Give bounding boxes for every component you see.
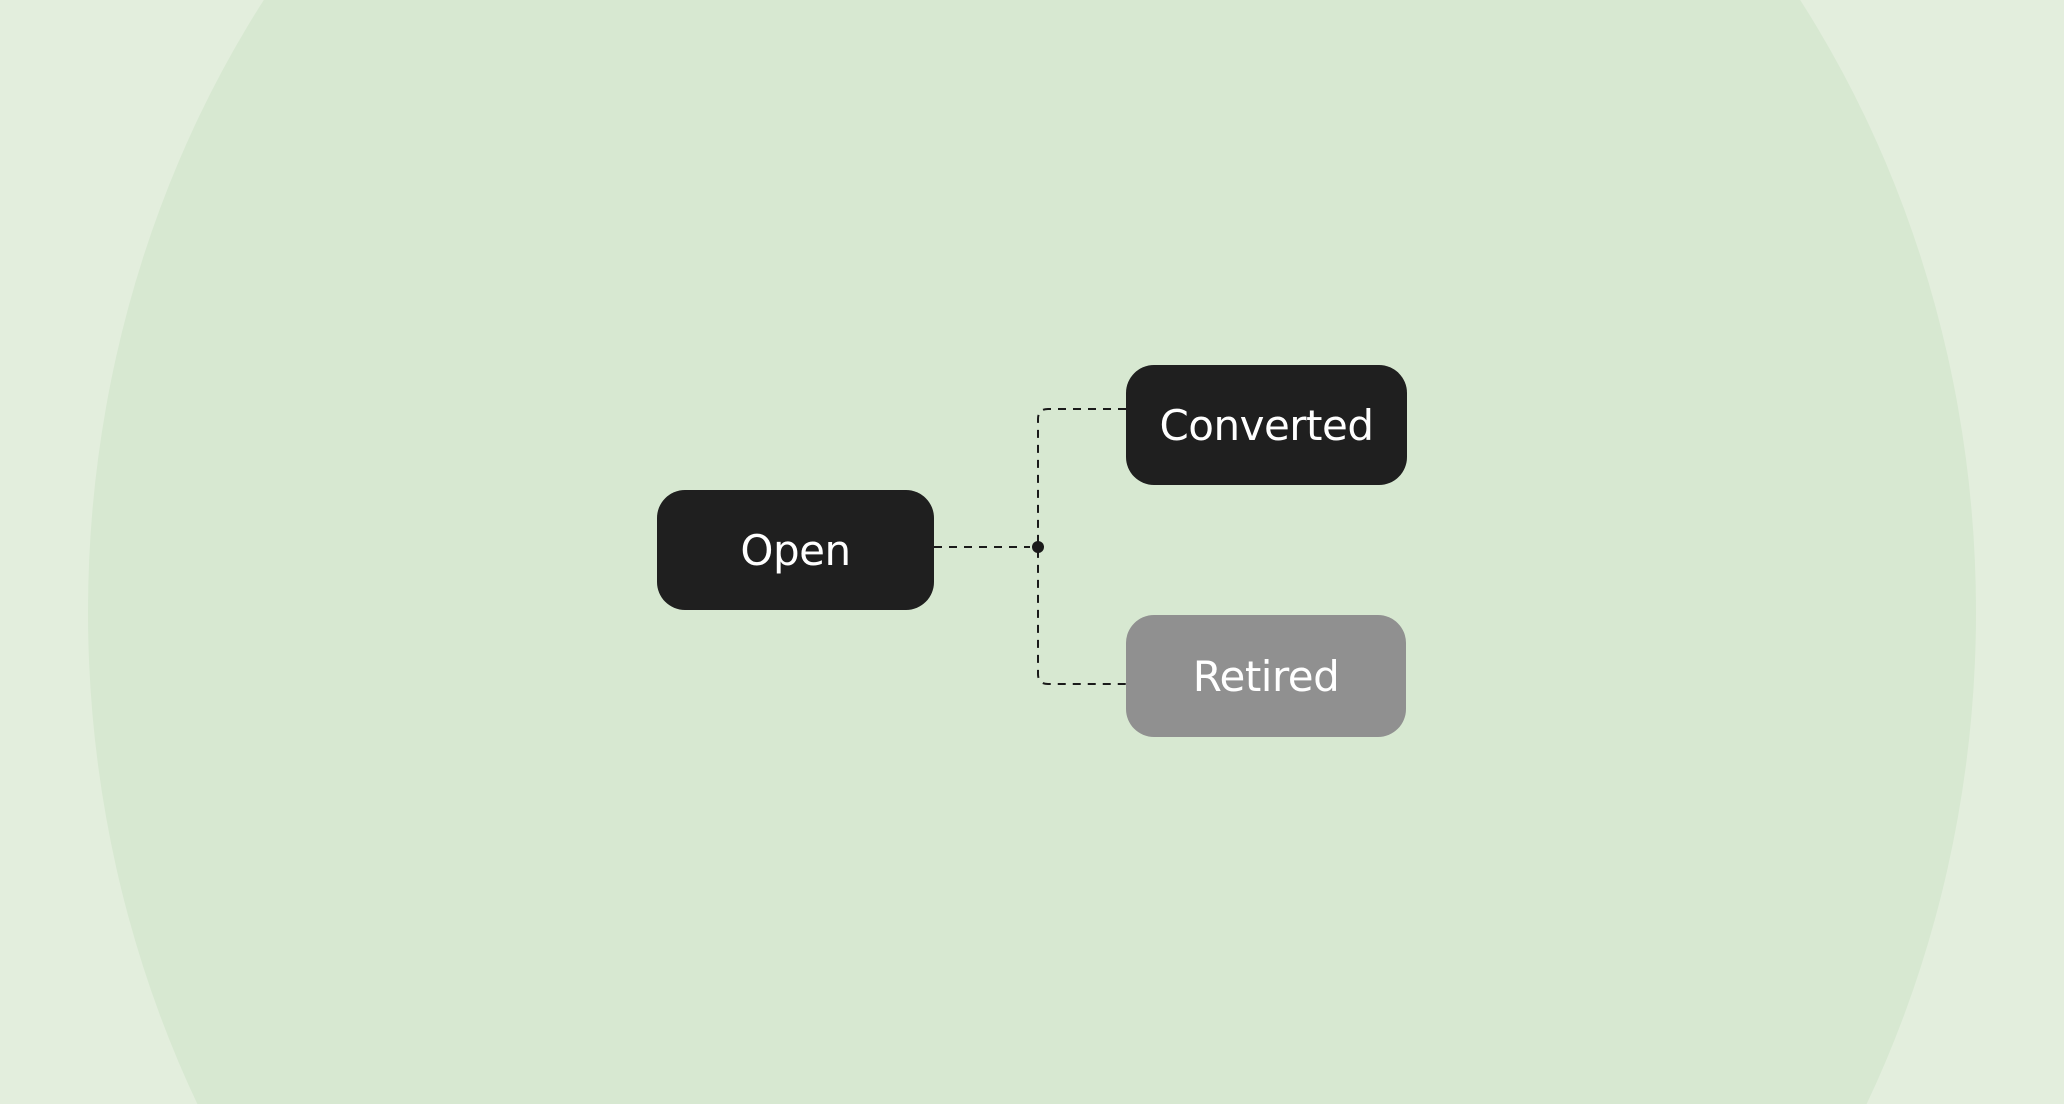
background-ellipse: [88, 0, 1976, 1104]
node-retired-label: Retired: [1192, 651, 1340, 701]
connector-junction-dot[interactable]: [1032, 541, 1044, 553]
node-converted[interactable]: Converted: [1126, 365, 1407, 485]
node-open-label: Open: [740, 525, 851, 575]
connector-branch[interactable]: [1037, 408, 1126, 685]
node-retired[interactable]: Retired: [1126, 615, 1406, 737]
node-converted-label: Converted: [1159, 400, 1374, 450]
node-open[interactable]: Open: [657, 490, 934, 610]
